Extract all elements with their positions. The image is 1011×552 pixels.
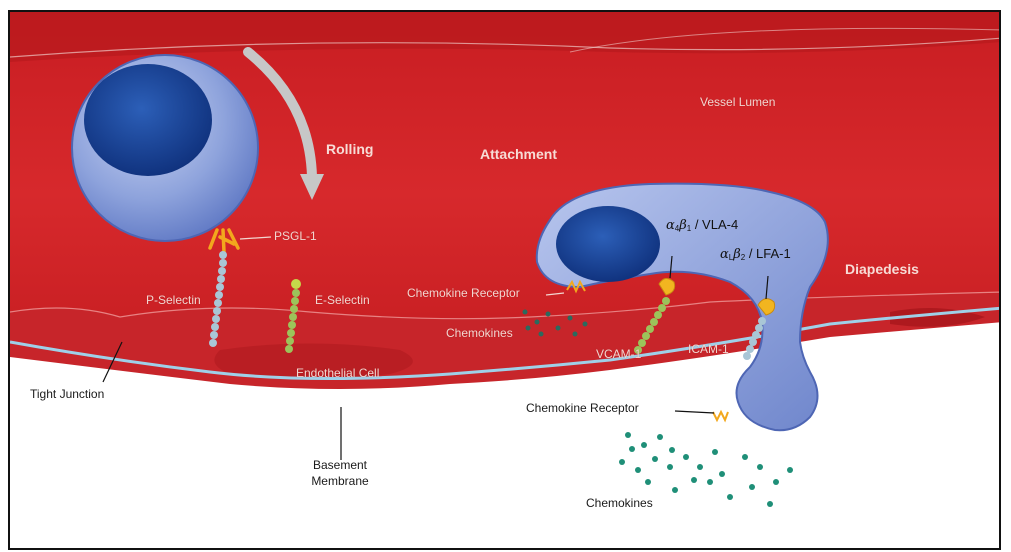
tight-junction-label: Tight Junction	[30, 388, 104, 400]
rolling-label: Rolling	[326, 142, 373, 156]
endothelial-cell-label: Endothelial Cell	[296, 367, 379, 379]
diapedesis-nucleus	[556, 206, 660, 282]
chemokine-receptor-label-lumen: Chemokine Receptor	[407, 287, 520, 299]
basement-membrane-label-line2: Membrane	[300, 475, 380, 487]
chemokine-receptor-bottom	[713, 412, 728, 420]
vla4-label: α4β1 / VLA-4	[666, 218, 738, 233]
lfa1-label: αLβ2 / LFA-1	[720, 247, 791, 262]
vessel-lumen-label: Vessel Lumen	[700, 96, 775, 108]
rolling-nucleus	[84, 64, 212, 176]
vcam1-label: VCAM-1	[596, 348, 641, 360]
chemokines-label-lumen: Chemokines	[446, 327, 513, 339]
leukocyte-diagram	[10, 12, 1001, 550]
e-selectin-label: E-Selectin	[315, 294, 370, 306]
chemokine-receptor-label-tissue: Chemokine Receptor	[526, 402, 639, 414]
p-selectin-label: P-Selectin	[146, 294, 201, 306]
icam-label: ICAM-1	[688, 343, 729, 355]
psgl1-label: PSGL-1	[274, 230, 317, 242]
diagram-frame: Vessel Lumen Rolling Attachment PSGL-1 P…	[8, 10, 1001, 550]
basement-membrane-label-line1: Basement	[300, 459, 380, 471]
diapedesis-label: Diapedesis	[845, 262, 919, 276]
chemokines-label-tissue: Chemokines	[586, 497, 653, 509]
attachment-label: Attachment	[480, 147, 557, 161]
